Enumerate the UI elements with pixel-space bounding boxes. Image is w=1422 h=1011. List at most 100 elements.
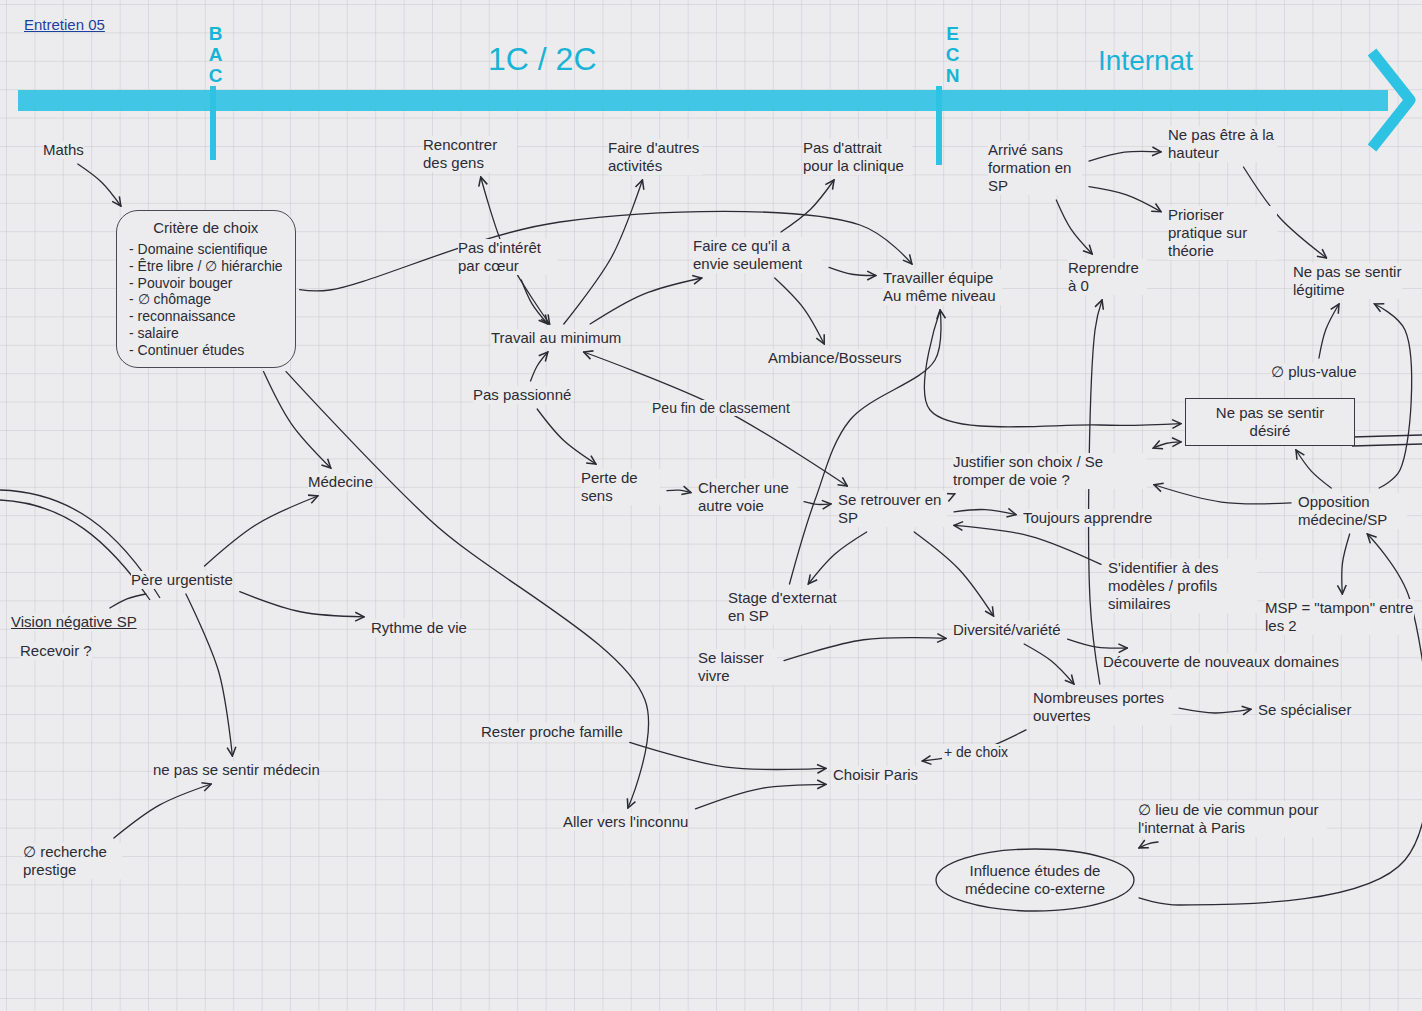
node-text: ne pas se sentir médecin (153, 761, 320, 779)
node-text: Reprendre à 0 (1068, 259, 1147, 295)
list-item: - ∅ chômage (129, 291, 211, 308)
concept-text: Arrivé sans formation en SP (985, 140, 1085, 196)
concept-text: Pas d'attrait pour la clinique (800, 138, 915, 176)
node-text: MSP = "tampon" entre les 2 (1265, 599, 1414, 635)
connector-arrow (1068, 639, 1128, 648)
concept-text: Médecine (305, 472, 376, 492)
list-item: - salaire (129, 325, 179, 342)
connector-arrow (914, 532, 993, 616)
concept-text: Faire d'autres activités (605, 138, 705, 176)
node-text: Travail au minimum (491, 329, 621, 347)
node-text: Ambiance/Bosseurs (768, 349, 901, 367)
connector-arrow (1154, 485, 1291, 504)
connector-arrow (286, 372, 648, 808)
node-text: Vision négative SP (11, 613, 137, 631)
concept-text: Ne pas être à la hauteur (1165, 125, 1280, 163)
concept-text: Opposition médecine/SP (1295, 492, 1410, 530)
node-text: Influence études de médecine co-externe (959, 862, 1111, 898)
timeline-mark: ECN (943, 24, 962, 87)
concept-text: Perte de sens (578, 468, 663, 506)
timeline-tick (936, 86, 942, 165)
concept-text: ∅ lieu de vie commun pour l'internat à P… (1135, 800, 1330, 838)
oval-outline (936, 849, 1134, 911)
node-text: Se retrouver en SP (838, 491, 947, 527)
concept-text: Rester proche famille (478, 722, 626, 742)
node-text: Travailler équipe Au même niveau (883, 269, 1002, 305)
influence-oval: Influence études de médecine co-externe (935, 848, 1135, 912)
concept-text: Choisir Paris (830, 765, 921, 785)
connector-arrow (590, 278, 702, 324)
list-item: - Continuer études (129, 342, 244, 359)
concept-text: Diversité/variété (950, 620, 1064, 640)
concept-text: Chercher une autre voie (695, 478, 800, 516)
concept-text: S'identifier à des modèles / profils sim… (1105, 558, 1260, 614)
concept-text: Se spécialiser (1255, 700, 1354, 720)
list-item: - reconnaissance (129, 308, 236, 325)
node-text: Aller vers l'inconnu (563, 813, 688, 831)
concept-text: ∅ recherche prestige (20, 842, 125, 880)
node-text: Médecine (308, 473, 373, 491)
node-text: Toujours apprendre (1023, 509, 1152, 527)
connector-arrow (1374, 304, 1411, 488)
timeline-arrowhead (1372, 52, 1410, 148)
concept-text: ne pas se sentir médecin (150, 760, 323, 780)
node-text: Perte de sens (581, 469, 660, 505)
concept-text: Pas d'intérêt par cœur (455, 238, 560, 276)
concept-text: Aller vers l'inconnu (560, 812, 691, 832)
connector-arrow (1089, 151, 1161, 161)
concept-text: Toujours apprendre (1020, 508, 1155, 528)
connector-arrow (240, 592, 364, 617)
connector-arrow (1296, 450, 1331, 488)
connector-arrow (205, 496, 318, 566)
concept-text: Rythme de vie (368, 618, 470, 638)
node-text: Se laisser vivre (698, 649, 777, 685)
node-text: ∅ lieu de vie commun pour l'internat à P… (1138, 801, 1327, 837)
connector-arrow (1319, 304, 1339, 358)
connector-arrow (78, 164, 121, 206)
connector-arrow (924, 310, 1181, 427)
concept-text: Nombreuses portes ouvertes (1030, 688, 1175, 726)
connector-arrow (829, 267, 876, 275)
concept-text: Découverte de nouveaux domaines (1100, 652, 1342, 672)
node-text: Arrivé sans formation en SP (988, 141, 1082, 195)
connector-arrow (1056, 200, 1092, 254)
list-item: - Pouvoir bouger (129, 275, 233, 292)
node-text: Pas d'intérêt par cœur (458, 239, 557, 275)
connector-arrow (953, 493, 955, 494)
connector-arrow (804, 502, 831, 505)
node-text: Maths (43, 141, 84, 159)
connector-arrow (564, 180, 643, 324)
double-line (1352, 444, 1422, 446)
connector-arrow (186, 594, 232, 756)
concept-text: Père urgentiste (128, 570, 236, 590)
connector-arrow (775, 278, 824, 344)
node-text: Faire d'autres activités (608, 139, 702, 175)
edge-label: + de choix (942, 744, 1010, 760)
concept-text: Travail au minimum (488, 328, 624, 348)
connector-arrow (584, 352, 848, 486)
connector-arrow (537, 409, 596, 464)
node-text: Opposition médecine/SP (1298, 493, 1407, 529)
list-item: - Être libre / ∅ hiérarchie (129, 258, 283, 275)
node-text: Rester proche famille (481, 723, 623, 741)
connector-arrow (781, 180, 834, 232)
node-text: Ne pas être à la hauteur (1168, 126, 1277, 162)
node-text: Chercher une autre voie (698, 479, 797, 515)
node-text: Choisir Paris (833, 766, 918, 784)
note-text: Recevoir ? (20, 642, 92, 660)
connector-arrow (808, 532, 866, 584)
node-text: Faire ce qu'il a envie seulement (693, 237, 822, 273)
node-text: Pas d'attrait pour la clinique (803, 139, 912, 175)
concept-text: Travailler équipe Au même niveau (880, 268, 1005, 306)
concept-text: Reprendre à 0 (1065, 258, 1150, 296)
concept-text: Se laisser vivre (695, 648, 780, 686)
node-text: Critère de choix (153, 219, 258, 237)
edge-label: Peu fin de classement (650, 400, 792, 416)
connector-arrow (114, 784, 211, 838)
node-text: Père urgentiste (131, 571, 233, 589)
connector-arrow (630, 742, 826, 769)
connector-arrow (1089, 300, 1102, 684)
connector-arrow (954, 525, 1101, 564)
node-text: ∅ recherche prestige (23, 843, 122, 879)
